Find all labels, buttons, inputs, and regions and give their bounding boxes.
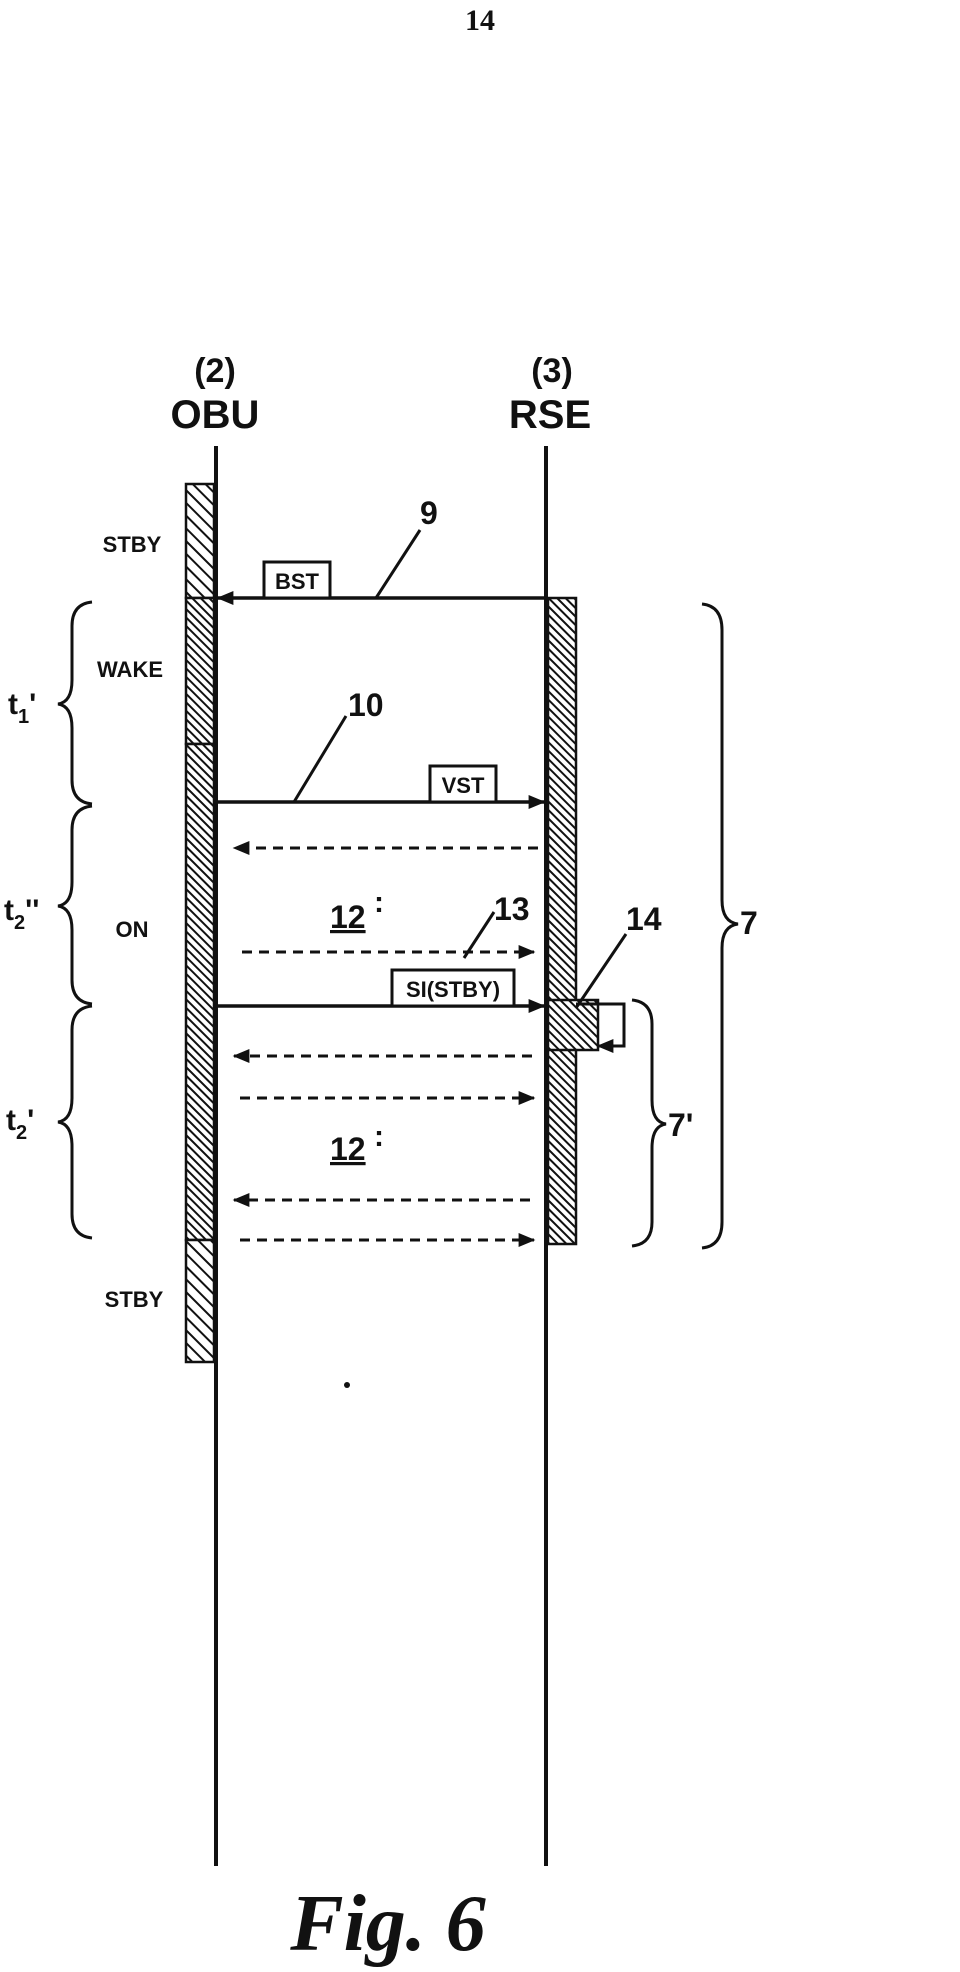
- ref-10: 10: [348, 687, 384, 723]
- ref-13: 13: [494, 891, 530, 927]
- ref-9: 9: [420, 495, 438, 531]
- ref-7-prime: 7': [668, 1107, 693, 1143]
- rse-ref-label: (3): [531, 352, 573, 390]
- state-stby-top: STBY: [103, 532, 162, 557]
- exchange-colon-2: :: [374, 1120, 384, 1153]
- leader-9: [374, 529, 422, 599]
- rse-active-bar: [546, 596, 578, 1246]
- page-number: 14: [465, 4, 495, 37]
- leader-10: [292, 715, 348, 803]
- speck: [344, 1382, 350, 1388]
- brace-t2-double-prime: [57, 804, 93, 1006]
- bst-box: [262, 560, 332, 600]
- state-stby-bottom: STBY: [105, 1287, 164, 1312]
- interval-t2-double-prime: t2'': [4, 894, 39, 934]
- bst-label: BST: [275, 569, 320, 594]
- figure-caption: Fig. 6: [289, 1880, 486, 1968]
- obu-on-bar: [184, 742, 216, 1242]
- state-on: ON: [116, 917, 149, 942]
- exchange-label-1: 12: [330, 899, 366, 935]
- leader-14: [574, 933, 628, 1009]
- state-wake: WAKE: [97, 657, 163, 682]
- obu-name-label: OBU: [171, 393, 260, 437]
- obu-ref-label: (2): [194, 352, 236, 390]
- rse-internal-block: [546, 998, 600, 1052]
- brace-7: [701, 602, 739, 1250]
- brace-t1-prime: [57, 600, 93, 806]
- ref-7: 7: [740, 905, 758, 941]
- si-label: SI(STBY): [406, 977, 500, 1002]
- brace-7-prime: [631, 998, 667, 1248]
- obu-stby-bar-top: [184, 482, 216, 600]
- interval-t1-prime: t1': [8, 688, 36, 728]
- obu-stby-bar-bottom: [184, 1238, 216, 1364]
- rse-name-label: RSE: [509, 393, 591, 437]
- obu-wake-bar: [184, 596, 216, 746]
- vst-box: [428, 764, 498, 804]
- ref-14: 14: [626, 901, 662, 937]
- leader-13: [462, 911, 496, 959]
- interval-t2-prime: t2': [6, 1104, 34, 1144]
- exchange-label-2: 12: [330, 1131, 366, 1167]
- exchange-colon-1: :: [374, 886, 384, 919]
- vst-label: VST: [442, 773, 485, 798]
- si-box: [390, 968, 516, 1008]
- rse-self-loop: [576, 1002, 626, 1053]
- brace-t2-prime: [57, 1004, 93, 1240]
